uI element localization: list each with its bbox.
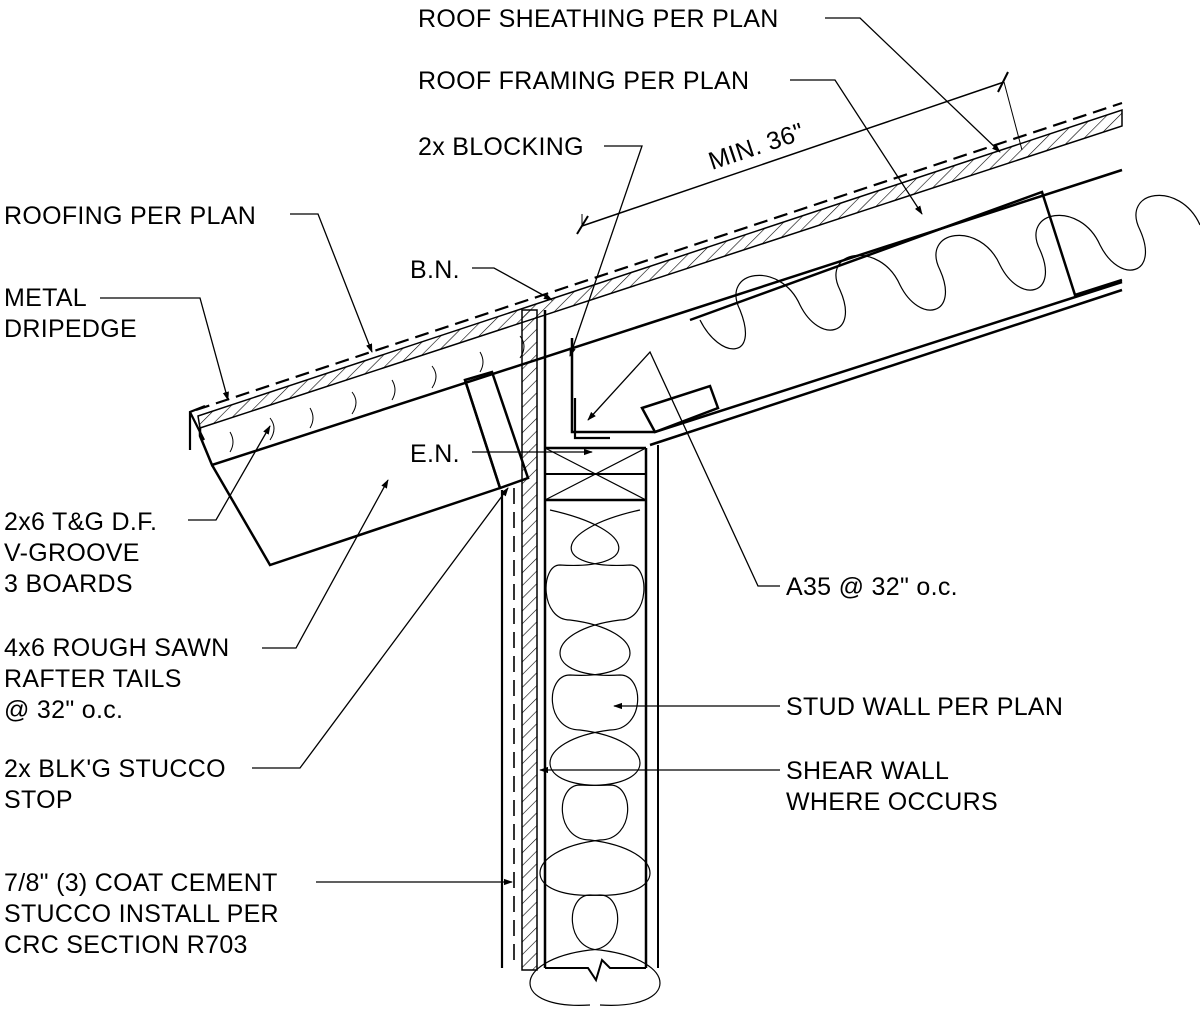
roof-sheathing [197, 108, 1123, 429]
leader-roofing [290, 213, 373, 353]
a35-connector [573, 398, 610, 440]
label-roof-sheathing: ROOF SHEATHING PER PLAN [418, 5, 779, 33]
leader-blkg-stucco [252, 487, 509, 769]
leader-roof-sheathing [825, 17, 1001, 153]
roof-batt-insulation [689, 190, 1123, 322]
label-bn: B.N. [410, 256, 460, 284]
label-blkg-line1: 2x BLK'G STUCCO [4, 755, 226, 783]
wall-batt-insulation-2 [529, 509, 645, 1006]
leader-blocking [569, 145, 643, 357]
wall-assembly [500, 309, 661, 1006]
label-blkg-line2: STOP [4, 786, 73, 814]
ceiling-line [649, 288, 1123, 447]
label-roofing: ROOFING PER PLAN [4, 202, 256, 230]
label-stucco-line3: CRC SECTION R703 [4, 931, 248, 959]
label-dripedge: DRIPEDGE [4, 315, 137, 343]
shear-wall-sheathing [521, 309, 538, 971]
roofing-membrane [195, 101, 1123, 412]
metal-dripedge [188, 404, 206, 450]
label-rafter-line2: RAFTER TAILS [4, 665, 182, 693]
roof-rafter [570, 280, 1123, 434]
callout-labels: ROOF SHEATHING PER PLAN ROOF FRAMING PER… [4, 5, 1063, 959]
label-roof-framing: ROOF FRAMING PER PLAN [418, 67, 749, 95]
label-en: E.N. [410, 440, 460, 468]
roof-assembly [188, 101, 1200, 567]
label-stucco-line1: 7/8" (3) COAT CEMENT [4, 869, 278, 897]
leader-tg [188, 425, 271, 521]
label-metal: METAL [4, 284, 87, 312]
label-a35: A35 @ 32" o.c. [786, 573, 958, 601]
leader-a35 [587, 350, 780, 587]
label-tg-line3: 3 BOARDS [4, 570, 133, 598]
insulation-loops [699, 194, 1200, 350]
label-blocking: 2x BLOCKING [418, 133, 584, 161]
break-line [545, 958, 646, 983]
tg-board-texture [229, 335, 525, 453]
rafter-end-block [640, 384, 720, 434]
wall-batt-insulation [545, 509, 661, 1006]
leader-dripedge [100, 297, 229, 401]
label-rafter-line1: 4x6 ROUGH SAWN [4, 634, 230, 662]
leader-rafter-tails [262, 479, 389, 649]
label-shear-line2: WHERE OCCURS [786, 788, 998, 816]
label-shear-line1: SHEAR WALL [786, 757, 949, 785]
label-tg-line1: 2x6 T&G D.F. [4, 508, 157, 536]
label-stud-wall: STUD WALL PER PLAN [786, 693, 1063, 721]
leader-bn [472, 267, 553, 301]
label-rafter-line3: @ 32" o.c. [4, 696, 123, 724]
top-plate-cross [544, 447, 647, 501]
label-tg-line2: V-GROOVE [4, 539, 140, 567]
label-stucco-line2: STUCCO INSTALL PER [4, 900, 279, 928]
blocking-at-wall [463, 370, 530, 490]
leaders [100, 17, 1001, 886]
leader-roof-framing [790, 79, 923, 215]
